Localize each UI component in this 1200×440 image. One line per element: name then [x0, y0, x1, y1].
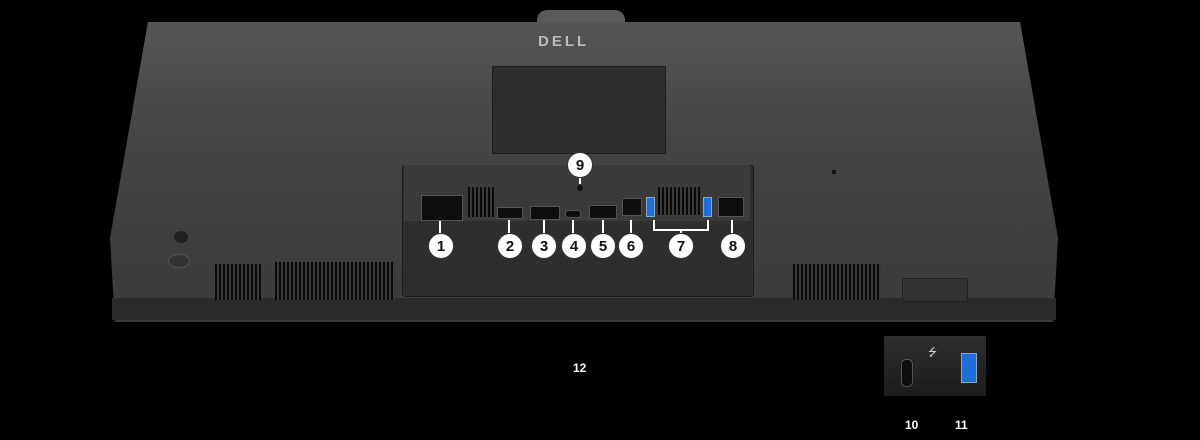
power-button[interactable]	[168, 254, 190, 268]
usb-b-upstream-port	[622, 198, 642, 216]
rj45-ethernet-port	[718, 197, 744, 217]
callout-3: 3	[531, 233, 557, 259]
vent-right	[793, 264, 881, 300]
usb-c-port	[565, 210, 581, 218]
callout-5: 5	[590, 233, 616, 259]
usb-a-downstream-port-2	[703, 197, 712, 217]
callout-9: 9	[567, 152, 593, 178]
joystick-button[interactable]	[174, 231, 188, 243]
io-vent-1	[468, 187, 496, 217]
usb-a-downstream-port-1	[646, 197, 655, 217]
leader-line-9	[579, 174, 581, 184]
leader-line-2	[508, 220, 510, 233]
label-11: 11	[955, 418, 968, 432]
leader-line-7a	[653, 220, 655, 230]
stand-lock-slot	[577, 185, 583, 191]
displayport-in	[530, 206, 560, 220]
bottom-lip	[112, 298, 1056, 320]
quick-access-usb-c-port	[901, 359, 913, 387]
leader-line-7c	[680, 229, 682, 234]
security-slot	[832, 170, 836, 174]
vent-left-2	[275, 262, 395, 300]
callout-1: 1	[428, 233, 454, 259]
stand-mount-recess	[492, 66, 666, 154]
leader-line-1	[439, 221, 441, 233]
label-12: 12	[573, 361, 587, 375]
dell-logo: DELL	[538, 33, 590, 50]
callout-8: 8	[720, 233, 746, 259]
callout-4: 4	[561, 233, 587, 259]
callout-2: 2	[497, 233, 523, 259]
hdmi-port	[497, 207, 523, 219]
vent-left-1	[215, 264, 261, 300]
leader-line-5	[602, 220, 604, 233]
displayport-out	[589, 205, 617, 219]
leader-line-7b	[707, 220, 709, 230]
callout-6: 6	[618, 233, 644, 259]
leader-line-6	[630, 220, 632, 233]
quick-access-usb-a-port	[961, 353, 977, 383]
leader-line-4	[572, 220, 574, 233]
io-vent-2	[658, 187, 700, 215]
cover-tab	[902, 278, 968, 302]
leader-line-3	[543, 220, 545, 233]
power-connector	[421, 195, 463, 221]
usb-symbol-icon: ⭍	[928, 347, 938, 359]
callout-7: 7	[668, 233, 694, 259]
label-10: 10	[905, 418, 919, 432]
leader-line-8	[731, 220, 733, 233]
